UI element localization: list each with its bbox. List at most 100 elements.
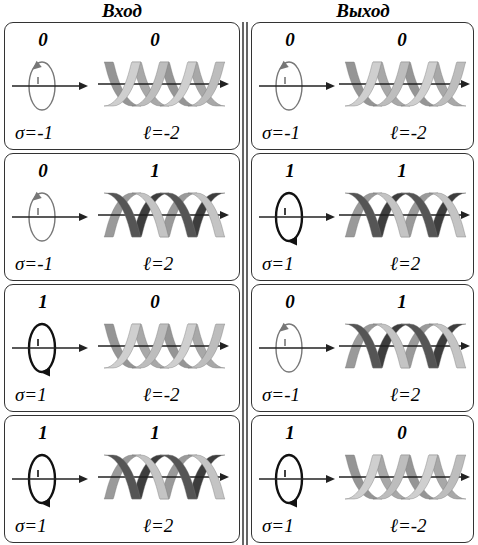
arrow-head xyxy=(40,368,50,377)
helix-ribbon xyxy=(104,455,141,499)
arrow-head xyxy=(79,82,88,90)
oam-label: ℓ=2 xyxy=(143,254,173,273)
tick-mark xyxy=(284,208,286,215)
arrow-head xyxy=(79,344,88,352)
arrow-head xyxy=(79,213,88,221)
helix-ribbon xyxy=(104,193,141,237)
spin-label: σ=-1 xyxy=(15,254,53,273)
spin-label: σ=1 xyxy=(15,516,47,535)
state-panel: 0 1 σ=-1 ℓ=2 xyxy=(251,284,474,412)
helix-ribbon xyxy=(132,62,169,106)
oam-label: ℓ=2 xyxy=(390,254,420,273)
arrow-head xyxy=(40,499,50,508)
arrow-head xyxy=(461,473,470,481)
column-heading: Выход xyxy=(336,1,390,20)
arrow-head xyxy=(326,344,335,352)
state-bit: 0 xyxy=(38,30,48,49)
arrow-head xyxy=(287,237,297,246)
propagation-axis xyxy=(259,85,329,86)
propagation-axis xyxy=(259,216,329,217)
tick-mark xyxy=(37,77,39,84)
helix-ribbon xyxy=(188,324,225,368)
propagation-axis xyxy=(259,478,329,479)
tick-mark xyxy=(37,470,39,477)
arrow-head xyxy=(326,82,335,90)
column-heading: Вход xyxy=(102,1,142,20)
helix-ribbon xyxy=(345,62,382,106)
oam-label: ℓ=-2 xyxy=(143,385,180,404)
state-bit: 1 xyxy=(38,292,48,311)
arrow-head xyxy=(32,192,42,201)
state-bit: 0 xyxy=(397,423,407,442)
beam-figure xyxy=(12,455,229,508)
state-bit: 0 xyxy=(150,30,160,49)
propagation-axis xyxy=(259,347,329,348)
helix-ribbon xyxy=(104,324,141,368)
beam-figure xyxy=(259,61,470,110)
helix-ribbon xyxy=(429,193,466,237)
helix-ribbon xyxy=(429,455,466,499)
arrow-head xyxy=(279,323,289,332)
state-bit: 0 xyxy=(285,292,295,311)
helix-ribbon xyxy=(345,193,382,237)
propagation-axis xyxy=(12,478,82,479)
tick-mark xyxy=(284,77,286,84)
state-bit: 1 xyxy=(285,161,295,180)
helix-ribbon xyxy=(429,62,466,106)
oam-label: ℓ=-2 xyxy=(143,123,180,142)
state-bit: 0 xyxy=(38,161,48,180)
propagation-axis xyxy=(12,347,82,348)
spin-label: σ=1 xyxy=(262,516,294,535)
oam-label: ℓ=-2 xyxy=(390,516,427,535)
helix-ribbon xyxy=(188,62,225,106)
helix-ribbon xyxy=(429,324,466,368)
arrow-head xyxy=(461,342,470,350)
helix-ribbon xyxy=(104,62,141,106)
state-bit: 1 xyxy=(397,292,407,311)
state-panel: 10σ=1ℓ=-2 xyxy=(251,415,474,543)
beam-figure xyxy=(12,324,229,377)
tick-mark xyxy=(284,339,286,346)
helix-ribbon xyxy=(345,455,382,499)
helix-ribbon xyxy=(132,455,169,499)
oam-label: ℓ=-2 xyxy=(390,123,427,142)
state-bit: 1 xyxy=(150,161,160,180)
spin-label: σ=-1 xyxy=(262,385,300,404)
state-panel: 0 1 σ=-1 ℓ=2 xyxy=(4,153,240,281)
tick-mark xyxy=(37,339,39,346)
helix-ribbon xyxy=(373,62,410,106)
arrow-head xyxy=(326,475,335,483)
propagation-axis xyxy=(12,85,82,86)
spin-label: σ=-1 xyxy=(262,123,300,142)
propagation-axis xyxy=(12,216,82,217)
state-bit: 0 xyxy=(397,30,407,49)
separator-line xyxy=(246,22,248,545)
arrow-head xyxy=(220,473,229,481)
arrow-head xyxy=(461,211,470,219)
oam-label: ℓ=2 xyxy=(143,516,173,535)
beam-figure xyxy=(259,455,470,508)
arrow-head xyxy=(220,211,229,219)
state-bit: 1 xyxy=(150,423,160,442)
arrow-head xyxy=(287,499,297,508)
state-panel: 0 0 σ=-1 ℓ=-2 xyxy=(251,22,474,150)
beam-figure xyxy=(12,61,229,110)
oam-label: ℓ=2 xyxy=(390,385,420,404)
separator-line xyxy=(242,22,244,545)
state-bit: 1 xyxy=(38,423,48,442)
helix-ribbon xyxy=(132,193,169,237)
helix-ribbon xyxy=(345,324,382,368)
state-panel: 11σ=1ℓ=2 xyxy=(251,153,474,281)
helix-ribbon xyxy=(132,324,169,368)
spin-label: σ=1 xyxy=(15,385,47,404)
arrow-head xyxy=(220,342,229,350)
tick-mark xyxy=(284,470,286,477)
helix-ribbon xyxy=(373,324,410,368)
helix-ribbon xyxy=(188,193,225,237)
helix-ribbon xyxy=(188,455,225,499)
helix-ribbon xyxy=(373,455,410,499)
arrow-head xyxy=(279,61,289,70)
state-bit: 1 xyxy=(397,161,407,180)
state-bit: 0 xyxy=(285,30,295,49)
beam-figure xyxy=(259,193,470,246)
